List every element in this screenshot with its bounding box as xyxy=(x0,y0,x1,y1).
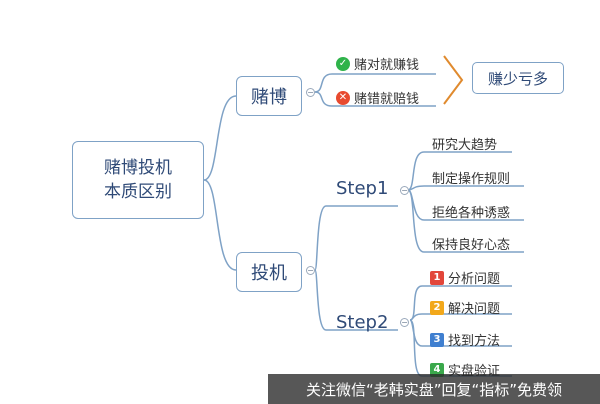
step1-label: Step1 xyxy=(336,178,389,199)
step2-node[interactable]: Step2 xyxy=(336,312,388,333)
step2-item-2[interactable]: 2 解决问题 xyxy=(430,298,500,317)
root-line-2: 本质区别 xyxy=(104,182,172,202)
gamble-summary-label: 赚少亏多 xyxy=(487,69,548,88)
check-icon: ✓ xyxy=(336,56,350,71)
watermark-banner: 关注微信“老韩实盘”回复“指标”免费领 xyxy=(268,374,600,404)
step2-item-3[interactable]: 3 找到方法 xyxy=(430,330,500,349)
step2-collapse-icon[interactable]: − xyxy=(400,318,409,327)
step2-item-1[interactable]: 1 分析问题 xyxy=(430,268,500,287)
step1-item-3-label: 拒绝各种诱惑 xyxy=(432,206,511,221)
step2-item-4-number: 4 xyxy=(430,362,444,377)
step2-item-1-number: 1 xyxy=(430,270,444,285)
step1-item-1-label: 研究大趋势 xyxy=(432,138,498,153)
gamble-leaf-win[interactable]: ✓ 赌对就赚钱 xyxy=(336,54,419,73)
step2-item-2-label: 解决问题 xyxy=(448,302,501,317)
step1-item-3[interactable]: 拒绝各种诱惑 xyxy=(432,202,510,221)
gamble-leaf-lose[interactable]: ✕ 赌错就赔钱 xyxy=(336,88,419,107)
step1-node[interactable]: Step1 xyxy=(336,178,388,199)
speculation-node[interactable]: 投机 xyxy=(236,252,302,292)
cross-icon: ✕ xyxy=(336,90,350,105)
step1-item-2-label: 制定操作规则 xyxy=(432,172,511,187)
gamble-node[interactable]: 赌博 xyxy=(236,76,302,116)
step2-label: Step2 xyxy=(336,312,389,333)
gamble-collapse-icon[interactable]: − xyxy=(306,88,315,97)
step1-item-1[interactable]: 研究大趋势 xyxy=(432,134,497,153)
step2-item-1-label: 分析问题 xyxy=(448,272,501,287)
root-node[interactable]: 赌博投机 本质区别 xyxy=(72,141,204,219)
step1-item-4-label: 保持良好心态 xyxy=(432,238,511,253)
gamble-leaf-lose-label: 赌错就赔钱 xyxy=(354,92,420,107)
step1-item-2[interactable]: 制定操作规则 xyxy=(432,168,510,187)
speculation-label: 投机 xyxy=(251,263,287,284)
gamble-summary-node[interactable]: 赚少亏多 xyxy=(472,62,564,94)
step1-collapse-icon[interactable]: − xyxy=(400,186,409,195)
speculation-collapse-icon[interactable]: − xyxy=(306,266,315,275)
step2-item-3-number: 3 xyxy=(430,332,444,347)
step2-item-2-number: 2 xyxy=(430,300,444,315)
root-line-1: 赌博投机 xyxy=(104,158,172,178)
gamble-leaf-win-label: 赌对就赚钱 xyxy=(354,58,420,73)
gamble-label: 赌博 xyxy=(251,87,287,108)
step1-item-4[interactable]: 保持良好心态 xyxy=(432,234,510,253)
step2-item-3-label: 找到方法 xyxy=(448,334,501,349)
watermark-text: 关注微信“老韩实盘”回复“指标”免费领 xyxy=(305,380,563,399)
